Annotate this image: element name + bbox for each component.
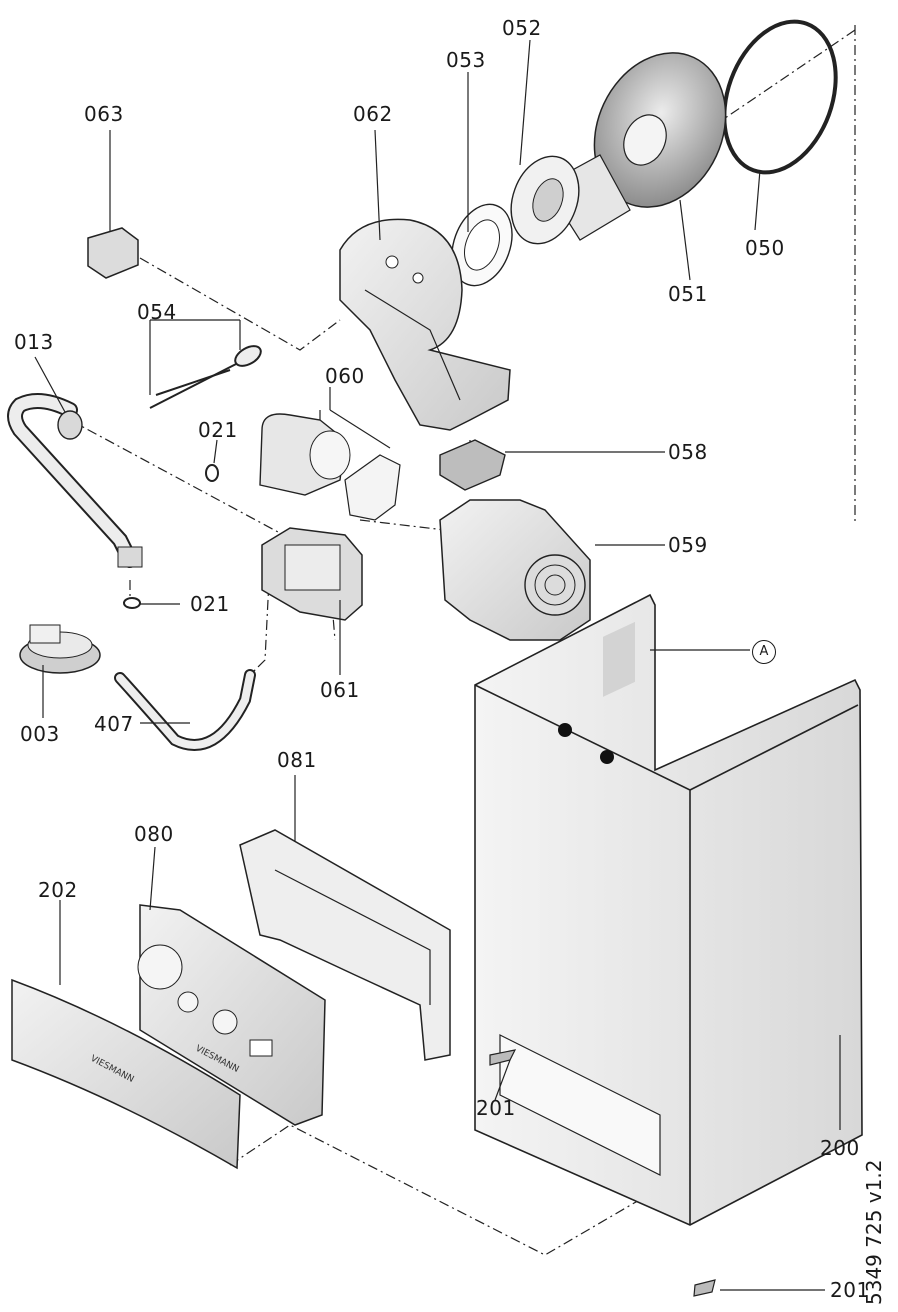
part-061-gas-valve [261, 527, 363, 621]
label-063: 063 [84, 102, 124, 126]
part-080-control-panel [137, 904, 326, 1126]
label-054: 054 [137, 300, 177, 324]
label-081: 081 [277, 748, 317, 772]
label-061: 061 [320, 678, 360, 702]
label-080: 080 [134, 822, 174, 846]
label-062: 062 [353, 102, 393, 126]
document-version: 5349 725 v1.2 [862, 1159, 886, 1305]
label-051: 051 [668, 282, 708, 306]
part-058-gasket [439, 439, 506, 491]
part-081-control-housing [239, 829, 451, 1061]
part-407-hose [114, 669, 256, 751]
label-050: 050 [745, 236, 785, 260]
part-003-pressure-switch [19, 624, 101, 674]
part-200-casing [474, 593, 863, 1226]
label-053: 053 [446, 48, 486, 72]
part-202-front-panel [11, 978, 241, 1170]
part-201-clip-right [693, 1279, 716, 1297]
part-063-ignition-unit [87, 227, 139, 279]
label-003: 003 [20, 722, 60, 746]
part-054-electrodes [149, 345, 262, 409]
part-052-burner-tube [510, 154, 631, 245]
label-021-lower: 021 [190, 592, 230, 616]
part-021-seal-upper [205, 464, 219, 482]
label-407: 407 [94, 712, 134, 736]
part-060-gas-throttle [259, 413, 401, 521]
label-059: 059 [668, 533, 708, 557]
label-202: 202 [38, 878, 78, 902]
label-060: 060 [325, 364, 365, 388]
label-058: 058 [668, 440, 708, 464]
label-leaders [34, 39, 841, 1291]
part-021-seal-lower [123, 597, 141, 609]
label-201-left: 201 [476, 1096, 516, 1120]
marker-a: A [752, 640, 776, 664]
label-021-upper: 021 [198, 418, 238, 442]
label-200: 200 [820, 1136, 860, 1160]
label-201-right: 201 [830, 1278, 870, 1302]
part-050-gasket-ring [722, 19, 838, 175]
label-013: 013 [14, 330, 54, 354]
part-059-fan [439, 499, 591, 641]
label-052: 052 [502, 16, 542, 40]
